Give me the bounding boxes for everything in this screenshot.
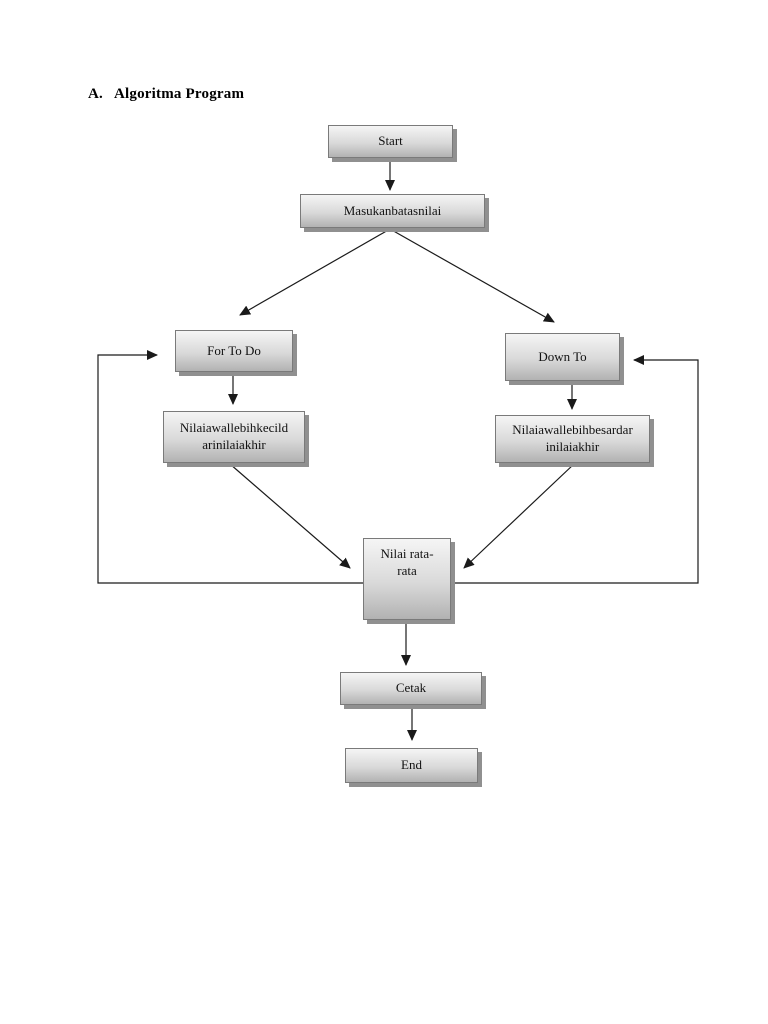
node-label: Start xyxy=(378,133,403,149)
node-start: Start xyxy=(328,125,453,158)
edge-kecil-to-rata xyxy=(229,463,351,569)
edge-masukan-to-downto xyxy=(389,228,555,323)
node-nilai-awal-lebih-besar: Nilaiawallebihbesardar inilaiakhir xyxy=(495,415,650,463)
edge-besar-to-rata xyxy=(463,463,575,569)
node-label: Down To xyxy=(538,348,587,364)
edge-masukan-to-fortodo xyxy=(239,228,391,316)
node-for-to-do: For To Do xyxy=(175,330,293,372)
heading-numbering: A. xyxy=(88,86,103,102)
node-label-line2: inilaiakhir xyxy=(545,439,600,454)
node-label: For To Do xyxy=(207,342,261,358)
node-label: End xyxy=(401,757,422,773)
node-nilai-rata-rata: Nilai rata- rata xyxy=(363,538,451,620)
node-label-line1: Nilaiawallebihkecild xyxy=(179,420,289,436)
node-label-line1: Nilaiawallebihbesardar xyxy=(512,422,633,438)
node-label-line2: arinilaiakhir xyxy=(202,437,266,452)
edge-loop-left-rata-to-fortodo xyxy=(97,350,363,584)
node-label: Masukanbatasnilai xyxy=(343,202,442,218)
node-masukan-batas-nilai: Masukanbatasnilai xyxy=(300,194,485,228)
heading-text: Algoritma Program xyxy=(113,86,245,102)
node-label-line2: rata xyxy=(397,562,417,578)
node-down-to: Down To xyxy=(505,333,620,381)
node-label: Cetak xyxy=(395,680,427,696)
node-nilai-awal-lebih-kecil: Nilaiawallebihkecild arinilaiakhir xyxy=(163,411,305,463)
node-label-line1: Nilai rata- xyxy=(380,546,434,561)
page-heading: A. Algoritma Program xyxy=(88,86,244,103)
node-cetak: Cetak xyxy=(340,672,482,705)
edge-loop-right-rata-to-downto xyxy=(452,355,699,584)
node-end: End xyxy=(345,748,478,783)
